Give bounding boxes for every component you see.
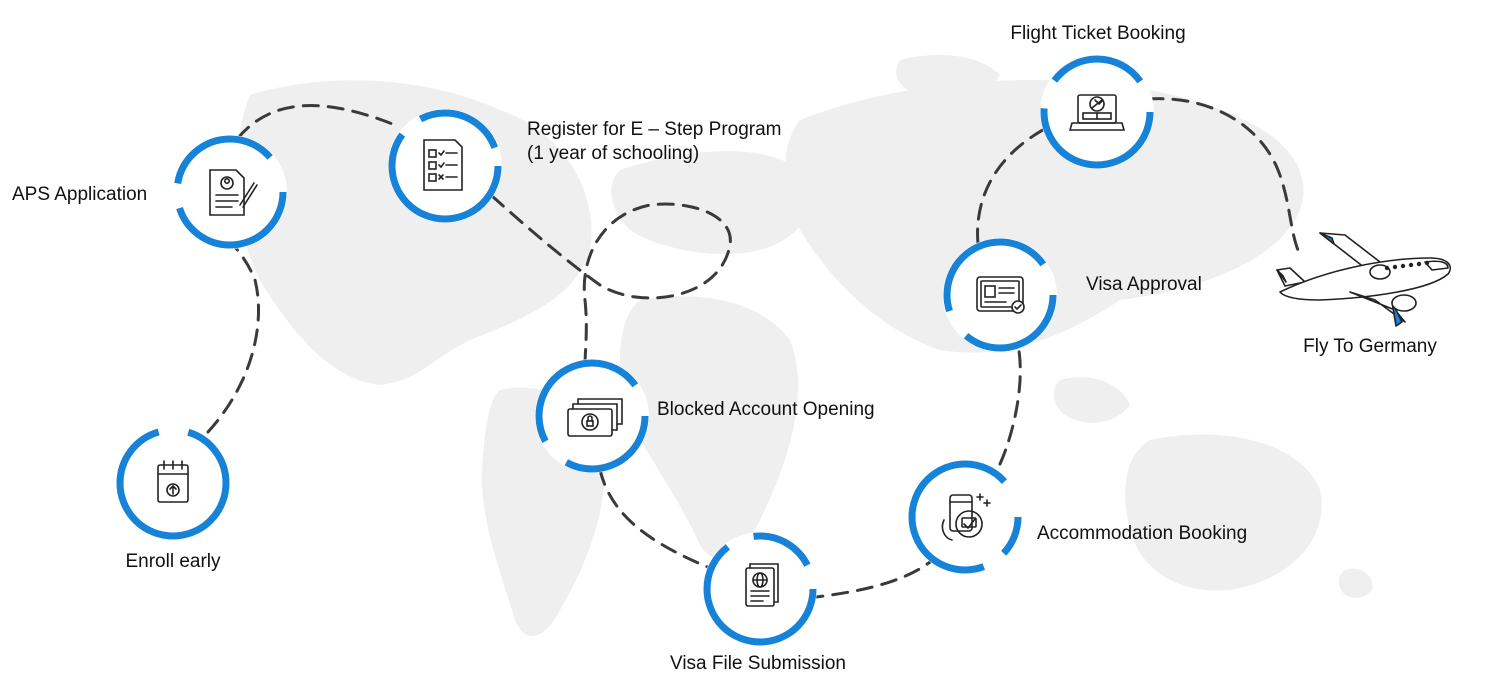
step-label-aps: APS Application bbox=[12, 184, 148, 205]
visa-card-approved-icon bbox=[976, 276, 1025, 314]
step-label-visaapproval: Visa Approval bbox=[1086, 274, 1202, 295]
airplane-icon bbox=[1276, 232, 1452, 327]
destination-label: Fly To Germany bbox=[1303, 336, 1437, 357]
route-dashed-path bbox=[206, 97, 1300, 600]
step-label-estep: Register for E – Step Program bbox=[527, 119, 782, 140]
laptop-flight-icon bbox=[1068, 94, 1126, 131]
step-label-enroll: Enroll early bbox=[125, 551, 221, 572]
step-flight-ticket-booking bbox=[1040, 55, 1154, 169]
step-label-blocked: Blocked Account Opening bbox=[657, 399, 875, 420]
notepad-upload-icon bbox=[157, 460, 189, 503]
step-enroll-early bbox=[116, 426, 230, 540]
step-register-estep bbox=[388, 109, 502, 223]
world-map-background bbox=[235, 55, 1373, 637]
step-accommodation-booking bbox=[908, 460, 1022, 574]
step-visa-file-submission bbox=[703, 532, 817, 646]
locked-money-icon bbox=[567, 398, 623, 437]
passport-icon bbox=[745, 563, 779, 607]
step-label-estep-sub: (1 year of schooling) bbox=[527, 143, 700, 164]
step-label-accommodation: Accommodation Booking bbox=[1037, 523, 1248, 544]
step-label-flight: Flight Ticket Booking bbox=[1010, 23, 1186, 44]
step-label-visafile: Visa File Submission bbox=[669, 653, 847, 674]
document-profile-icon bbox=[209, 169, 258, 216]
checklist-icon bbox=[423, 139, 463, 191]
step-visa-approval bbox=[943, 238, 1057, 352]
hotel-booking-icon bbox=[941, 493, 991, 541]
step-blocked-account bbox=[535, 359, 649, 473]
step-aps-application bbox=[173, 135, 287, 249]
